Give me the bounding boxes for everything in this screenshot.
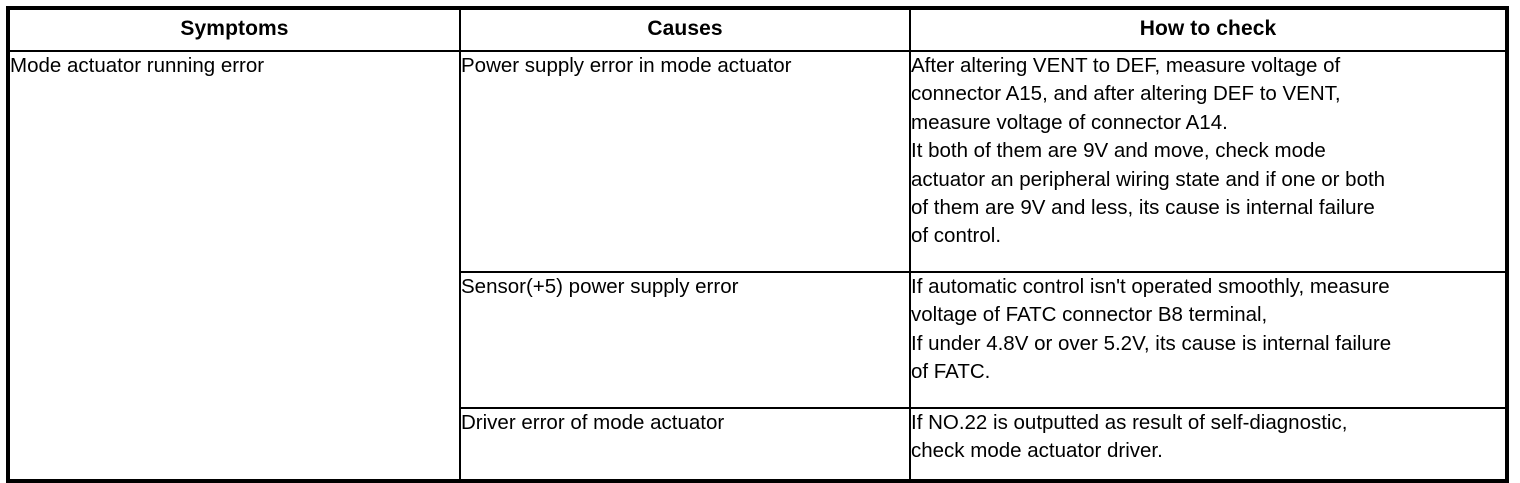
cause-text: Sensor(+5) power supply error bbox=[461, 275, 739, 298]
table-row: Driver error of mode actuator If NO.22 i… bbox=[8, 407, 1508, 482]
symptom-cell: Mode actuator running error bbox=[7, 50, 461, 482]
column-header-causes: Causes bbox=[459, 7, 911, 52]
how-to-check-cell: If automatic control isn't operated smoo… bbox=[909, 271, 1508, 409]
diagnostic-table-container: Symptoms Causes How to check Mode actuat… bbox=[6, 6, 1509, 483]
table-row: Mode actuator running error Power supply… bbox=[7, 50, 1508, 482]
cause-text: Driver error of mode actuator bbox=[461, 411, 725, 434]
cause-cell: Sensor(+5) power supply error bbox=[459, 271, 911, 409]
column-header-how-to-check: How to check bbox=[909, 7, 1508, 52]
diagnostic-table: Symptoms Causes How to check Mode actuat… bbox=[6, 6, 1509, 483]
how-to-check-text: After altering VENT to DEF, measure volt… bbox=[911, 54, 1386, 248]
column-header-symptoms: Symptoms bbox=[7, 7, 461, 52]
how-to-check-text: If NO.22 is outputted as result of self-… bbox=[911, 411, 1348, 463]
table-header-row: Symptoms Causes How to check bbox=[7, 7, 1508, 52]
cause-cell: Power supply error in mode actuator bbox=[459, 50, 911, 273]
how-to-check-text: If automatic control isn't operated smoo… bbox=[911, 275, 1392, 384]
symptom-text: Mode actuator running error bbox=[10, 54, 265, 77]
table-row: Sensor(+5) power supply error If automat… bbox=[8, 271, 1508, 409]
cause-cell: Driver error of mode actuator bbox=[459, 407, 911, 482]
how-to-check-cell: If NO.22 is outputted as result of self-… bbox=[909, 407, 1508, 482]
cause-text: Power supply error in mode actuator bbox=[461, 54, 792, 77]
how-to-check-cell: After altering VENT to DEF, measure volt… bbox=[909, 50, 1508, 273]
